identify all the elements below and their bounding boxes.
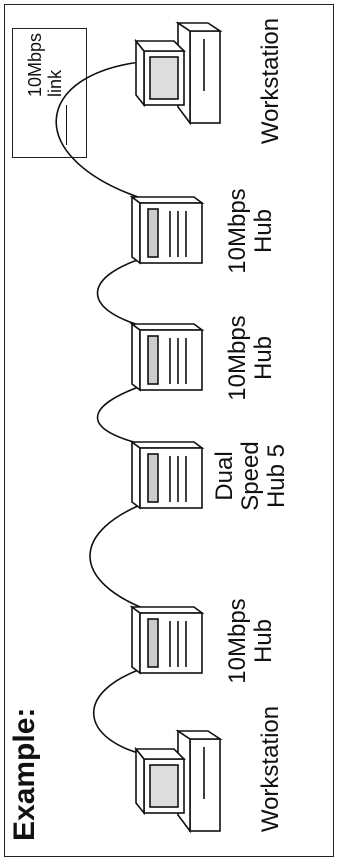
workstation-2-icon xyxy=(130,21,240,131)
node-label-hub-1: 10Mbps Hub xyxy=(225,571,277,711)
node-label-workstation-2: Workstation xyxy=(258,1,284,161)
link-hub1-hub2 xyxy=(90,501,150,611)
hub-3-icon xyxy=(120,318,210,398)
hub-4-icon xyxy=(120,191,210,271)
node-label-hub-3: 10Mbps Hub xyxy=(225,288,277,428)
node-label-hub-4: 10Mbps Hub xyxy=(225,161,277,301)
hub-1-icon xyxy=(120,601,210,681)
workstation-1-icon xyxy=(130,729,240,839)
node-label-workstation-1: Workstation xyxy=(258,689,284,849)
hub-2-icon xyxy=(120,436,210,516)
